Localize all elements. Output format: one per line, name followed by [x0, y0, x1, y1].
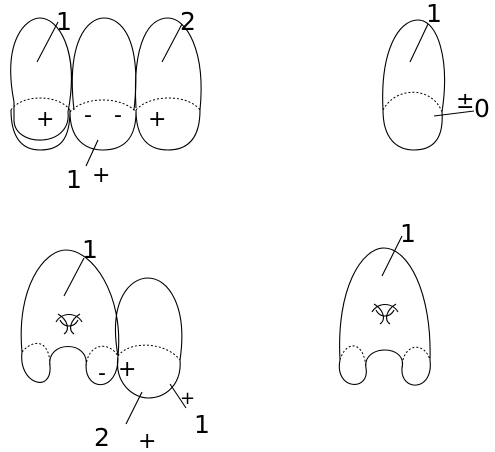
cell-equator-dotted [117, 344, 181, 361]
sign-plus-bottom: + [138, 429, 156, 452]
cell-lower-boundary [69, 111, 137, 151]
bottom-left-figure: 1 - + 2 + + 1 [20, 235, 210, 452]
leader-line [36, 21, 59, 63]
leader-line [125, 391, 143, 425]
sign-plus-minus: ± [456, 89, 474, 114]
sign-minus: - [84, 103, 92, 128]
cell-lower-boundary [21, 345, 119, 386]
leader-line [85, 139, 99, 167]
leader-line [63, 257, 85, 297]
cell-outline [71, 17, 137, 111]
leader-line [433, 110, 475, 117]
sign-minus: - [114, 103, 122, 128]
cell-lower-boundary [382, 109, 443, 151]
label-1-bottom: 1 [66, 165, 82, 194]
cell-equator-dotted [21, 342, 51, 367]
cell-lower-boundary [135, 109, 201, 151]
sign-plus: + [118, 357, 136, 382]
cell-outline [114, 277, 183, 361]
label-1: 1 [400, 219, 416, 248]
sign-plus: + [148, 107, 166, 132]
top-left-cell-1 [10, 17, 72, 151]
sign-minus: - [98, 361, 106, 386]
label-2: 2 [94, 423, 110, 452]
cell-equator-dotted [339, 345, 367, 369]
cell-equator-dotted [382, 91, 443, 113]
label-1: 1 [82, 235, 98, 264]
top-left-figure: 1 2 1 + + - - + [10, 7, 202, 194]
leader-line [381, 235, 403, 277]
top-right-figure: 1 ± 0 [382, 0, 490, 151]
leader-line [161, 23, 183, 63]
bottom-right-figure: 1 [338, 219, 431, 386]
leader-line [169, 383, 187, 409]
label-1: 1 [426, 0, 442, 28]
label-2: 2 [180, 7, 196, 36]
cell-outline [382, 19, 446, 113]
cell-equator-dotted [10, 97, 71, 111]
cell-equator-dotted [135, 97, 201, 111]
cell-lower-boundary [338, 349, 431, 386]
label-1-side: 1 [194, 410, 210, 439]
cell-outline [134, 17, 202, 111]
sign-plus-side: + [180, 388, 195, 409]
leader-line [409, 23, 429, 63]
cell-lower-boundary [116, 355, 181, 399]
label-1: 1 [56, 7, 72, 36]
top-left-cell-3 [134, 17, 202, 151]
cell-equator-dotted [69, 99, 137, 113]
sign-plus-bottom: + [92, 163, 110, 188]
cell-lower-boundary [10, 109, 71, 151]
top-left-cell-2 [69, 17, 137, 151]
cell-outline [10, 17, 72, 141]
cell-equator-dotted [401, 346, 431, 369]
cell-equator-dotted [85, 345, 119, 367]
cell-outline [339, 247, 431, 361]
sign-plus: + [36, 107, 54, 132]
label-0: 0 [474, 94, 490, 123]
cell-outline [20, 249, 120, 357]
handle-hole-icon [55, 313, 83, 335]
handle-hole-icon [371, 303, 399, 325]
